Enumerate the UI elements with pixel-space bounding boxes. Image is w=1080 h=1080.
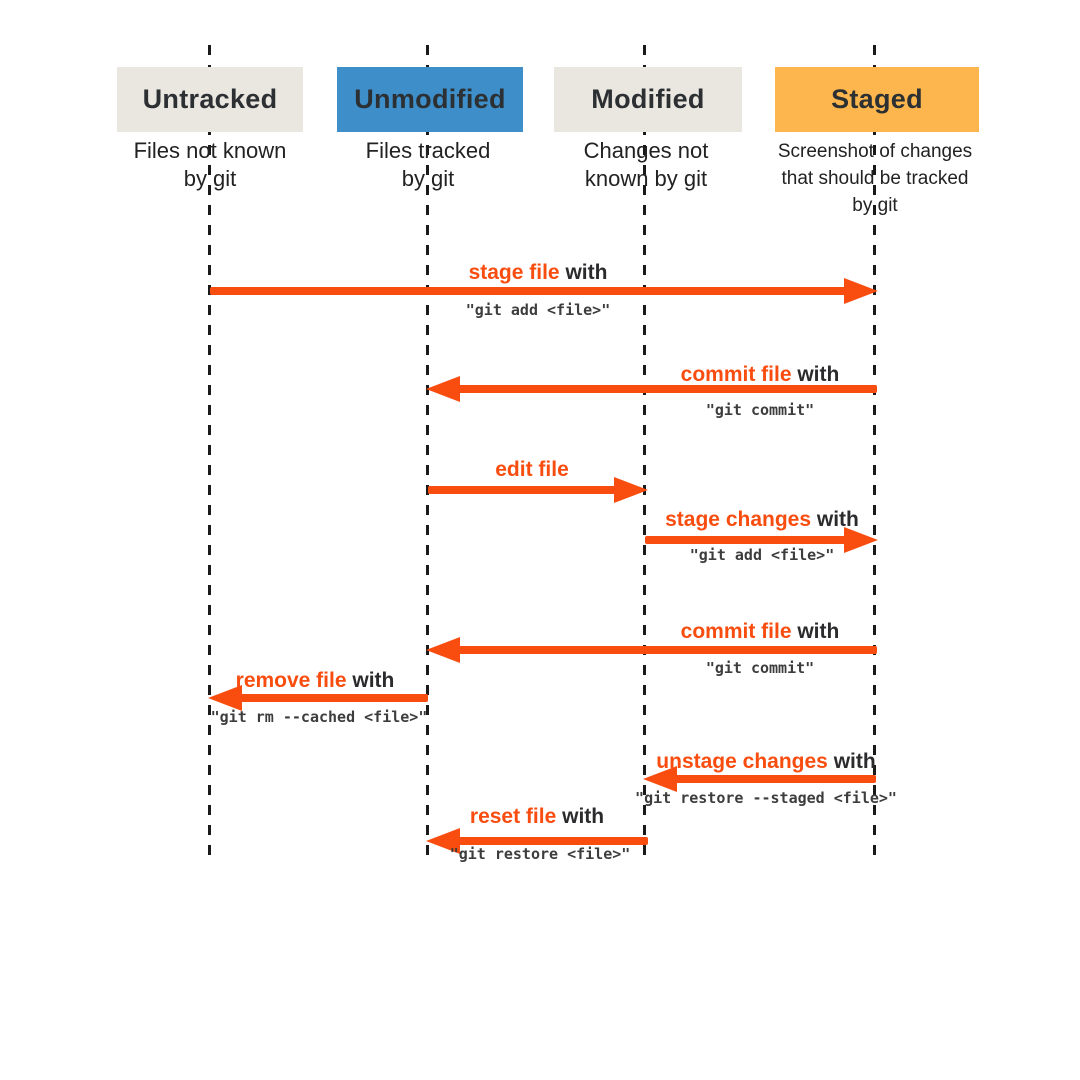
arrowhead-left-icon: [426, 828, 460, 854]
state-box-modified: Modified: [554, 67, 742, 132]
transition-command: "git restore --staged <file>": [635, 789, 897, 807]
arrow-remove-file: [208, 685, 428, 711]
state-label-unmodified: Unmodified: [354, 84, 506, 114]
lifeline-modified: [643, 45, 646, 858]
arrow-commit-file-1: [426, 376, 877, 402]
transition-command: "git add <file>": [689, 546, 835, 564]
transition-command: "git restore <file>": [449, 845, 631, 863]
state-desc-staged: Screenshot of changes that should be tra…: [777, 141, 973, 216]
lifeline-staged: [873, 45, 876, 858]
arrow-reset-file: [426, 828, 648, 854]
arrowhead-right-icon: [844, 278, 878, 304]
state-box-untracked: Untracked: [117, 67, 303, 132]
arrow-stage-changes: [645, 527, 878, 553]
state-label-untracked: Untracked: [142, 84, 278, 114]
lifeline-untracked: [208, 45, 211, 858]
arrow-commit-file-2: [426, 637, 877, 663]
state-desc-unmodified: Files tracked by git: [365, 138, 491, 191]
transition-action-label: edit file: [495, 458, 569, 481]
state-label-modified: Modified: [591, 84, 705, 114]
transition-action-label: unstage changes with: [656, 750, 876, 773]
transition-command: "git rm --cached <file>": [210, 708, 428, 726]
state-box-staged: Staged: [775, 67, 979, 132]
transition-action-label: stage changes with: [665, 508, 859, 531]
arrowhead-left-icon: [643, 766, 677, 792]
transition-action-label: commit file with: [680, 620, 840, 643]
transition-action-label: commit file with: [680, 363, 840, 386]
arrowhead-left-icon: [426, 376, 460, 402]
transition-command: "git commit": [705, 659, 815, 677]
transition-action-label: reset file with: [469, 805, 605, 828]
transition-action-label: stage file with: [468, 261, 608, 284]
arrow-stage-file: [210, 278, 878, 304]
arrow-edit-file: [428, 477, 648, 503]
state-desc-modified: Changes not known by git: [583, 138, 709, 191]
arrowhead-right-icon: [614, 477, 648, 503]
arrowhead-right-icon: [844, 527, 878, 553]
arrowhead-left-icon: [208, 685, 242, 711]
arrow-unstage-changes: [643, 766, 876, 792]
state-box-unmodified: Unmodified: [337, 67, 523, 132]
arrowhead-left-icon: [426, 637, 460, 663]
transition-action-label: remove file with: [235, 669, 395, 692]
lifeline-unmodified: [426, 45, 429, 858]
transition-command: "git commit": [705, 401, 815, 419]
transition-command: "git add <file>": [465, 301, 611, 319]
state-label-staged: Staged: [831, 84, 923, 114]
state-desc-untracked: Files not known by git: [133, 138, 287, 191]
